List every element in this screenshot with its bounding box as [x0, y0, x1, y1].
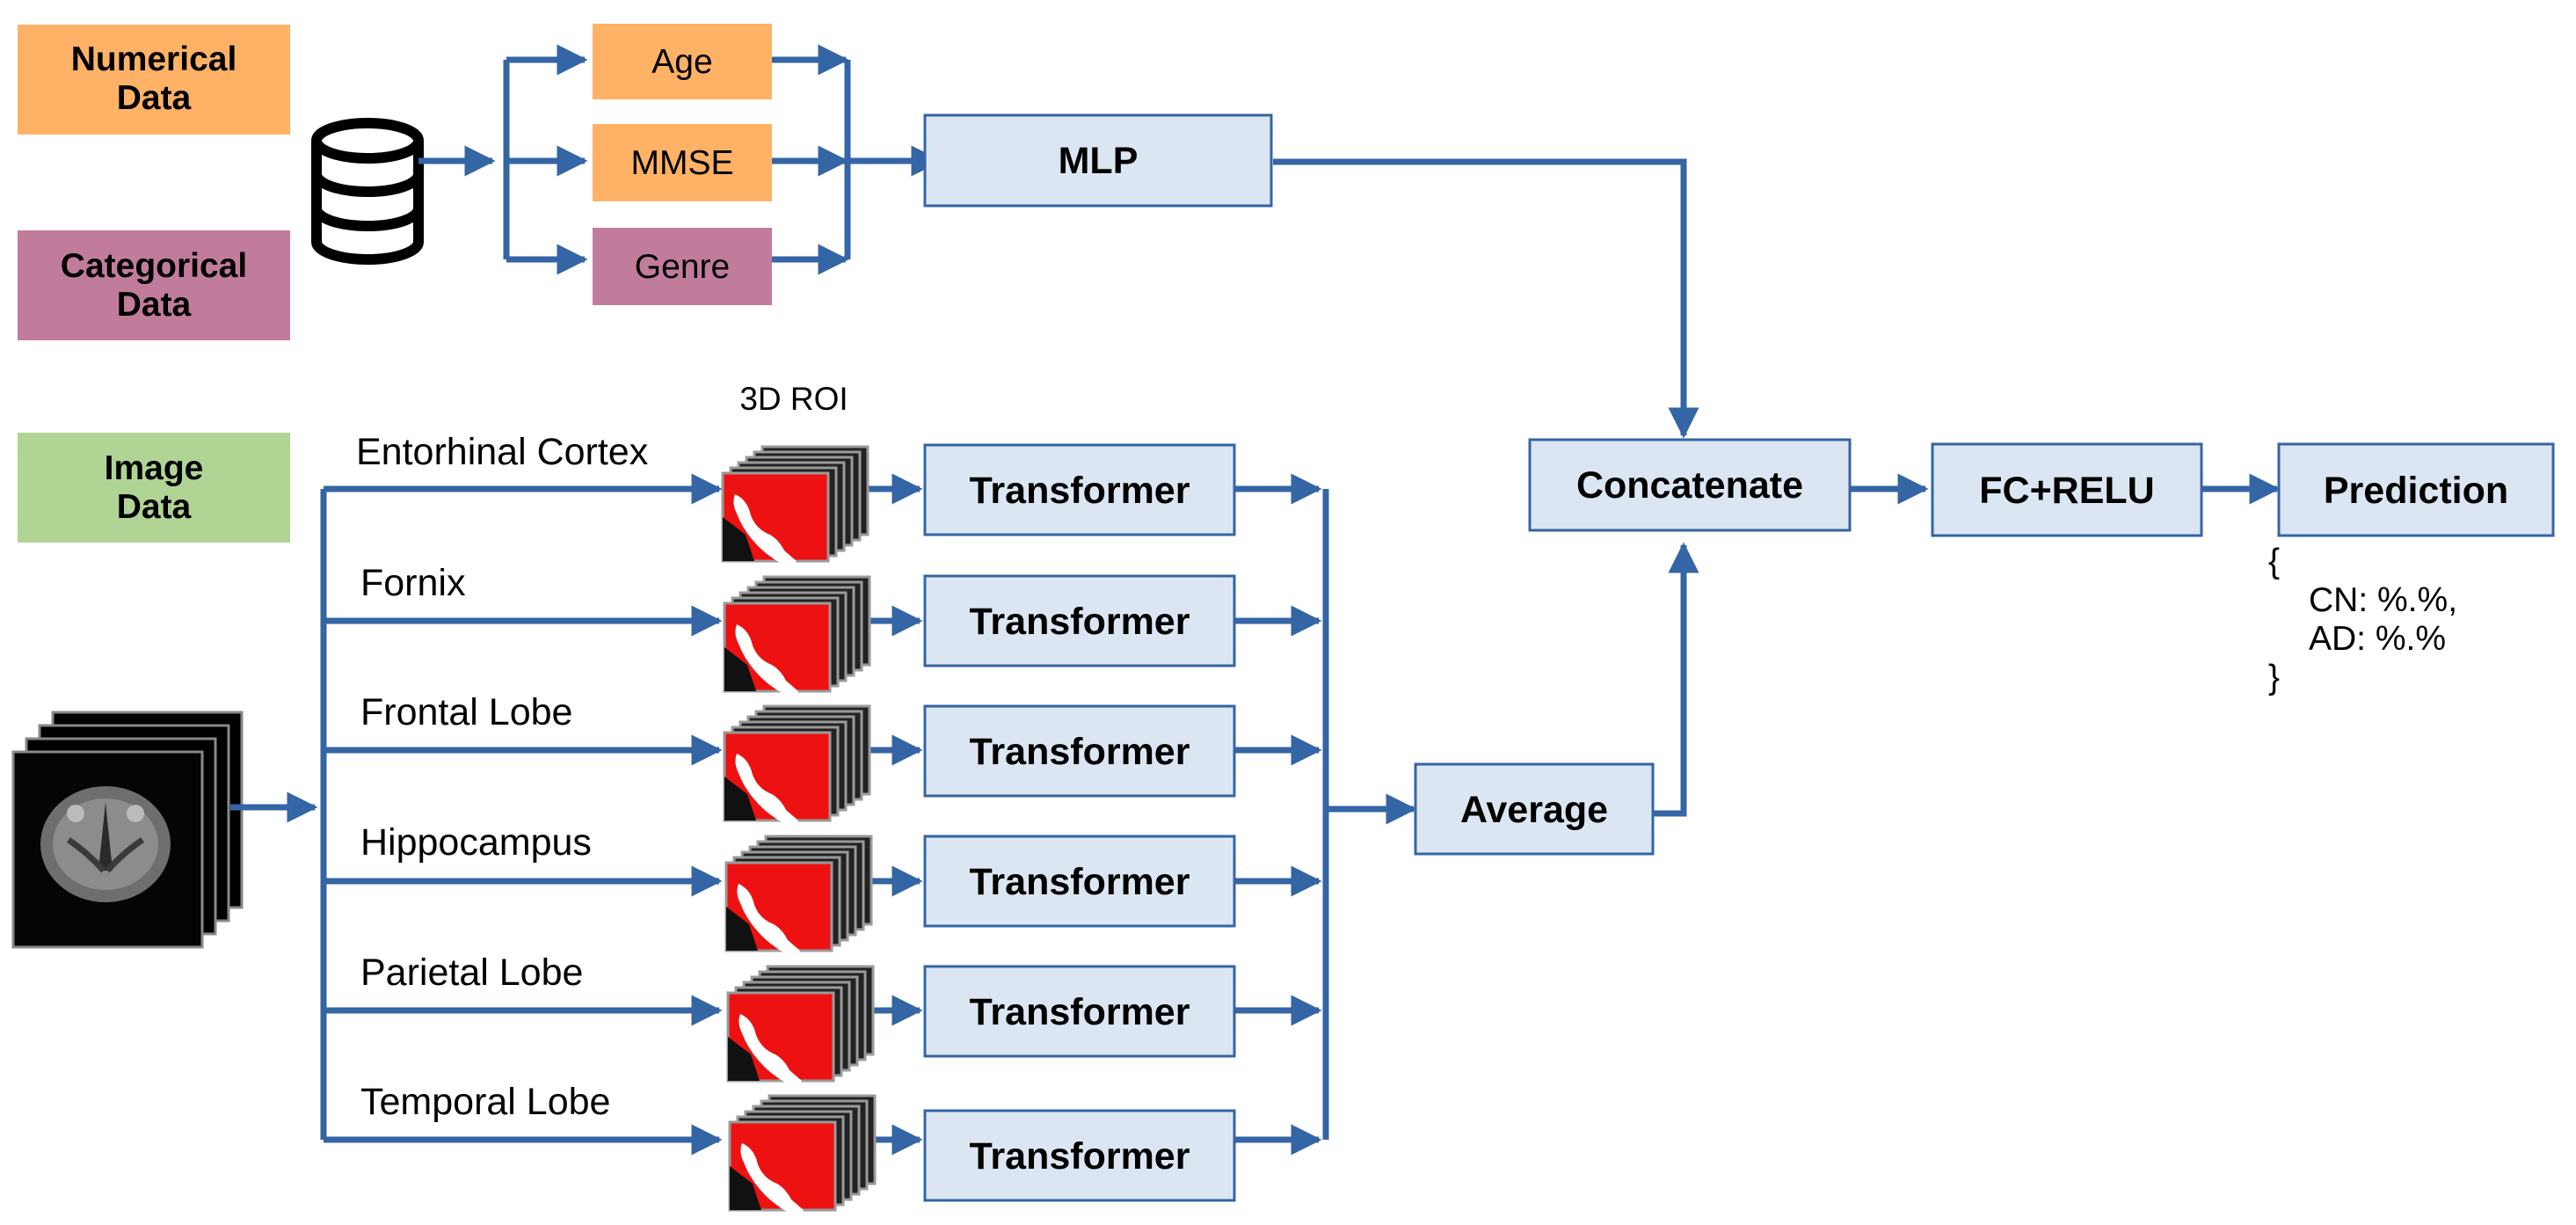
feature-mmse: MMSE [593, 124, 772, 201]
feature-age: Age [593, 24, 772, 99]
svg-text:Transformer: Transformer [970, 1135, 1190, 1178]
svg-text:Data: Data [117, 286, 192, 324]
roi-stack-icon-fornix [723, 575, 871, 696]
transformer-block-fornix: Transformer [923, 574, 1236, 667]
fc-relu-block: FC+RELU [1931, 442, 2203, 537]
region-label-temporal-lobe: Temporal Lobe [360, 1081, 610, 1123]
transformer-block-parietal-lobe: Transformer [923, 965, 1236, 1058]
svg-text:{: { [2268, 543, 2280, 580]
transformer-block-hippocampus: Transformer [923, 835, 1236, 928]
brain-mri-stack-icon [11, 711, 244, 949]
svg-text:Transformer: Transformer [970, 731, 1190, 773]
svg-text:Transformer: Transformer [970, 470, 1190, 512]
prediction-block: Prediction [2277, 442, 2555, 537]
roi-stack-icon-frontal-lobe [723, 704, 871, 826]
legend-numerical-data: Numerical Data [18, 25, 290, 135]
region-label-hippocampus: Hippocampus [360, 821, 592, 864]
tabular-connectors [418, 44, 1699, 439]
concatenate-block: Concatenate [1528, 438, 1852, 532]
svg-text:FC+RELU: FC+RELU [1979, 470, 2154, 512]
average-block: Average [1414, 762, 1655, 856]
svg-text:Numerical: Numerical [71, 40, 237, 78]
svg-text:Concatenate: Concatenate [1576, 464, 1803, 507]
legend-categorical-data: Categorical Data [18, 230, 290, 340]
transformer-block-frontal-lobe: Transformer [923, 704, 1236, 798]
svg-text:Categorical: Categorical [61, 247, 247, 285]
svg-text:MLP: MLP [1059, 140, 1139, 182]
prediction-output: { CN: %.%, AD: %.% } [2268, 543, 2457, 696]
svg-text:CN: %.%,: CN: %.%, [2309, 581, 2457, 619]
svg-text:Prediction: Prediction [2324, 470, 2508, 512]
region-label-parietal-lobe: Parietal Lobe [360, 952, 583, 994]
svg-text:Transformer: Transformer [970, 601, 1190, 643]
database-icon [311, 118, 424, 265]
svg-text:Data: Data [117, 79, 192, 117]
roi-stacks [721, 445, 877, 1215]
mlp-block: MLP [923, 113, 1273, 208]
image-connectors [230, 473, 2281, 1156]
svg-text:}: } [2268, 659, 2280, 696]
region-label-frontal-lobe: Frontal Lobe [360, 691, 572, 733]
feature-genre: Genre [593, 228, 772, 305]
legend-image-data: Image Data [18, 433, 290, 543]
transformer-block-entorhinal-cortex: Transformer [923, 443, 1236, 536]
svg-text:Transformer: Transformer [970, 991, 1190, 1033]
svg-text:Data: Data [117, 488, 192, 526]
svg-text:Age: Age [651, 43, 712, 81]
svg-text:Average: Average [1460, 789, 1608, 831]
svg-text:AD: %.%: AD: %.% [2309, 620, 2446, 658]
region-label-entorhinal-cortex: Entorhinal Cortex [356, 431, 649, 473]
roi-stack-icon-parietal-lobe [726, 965, 875, 1086]
svg-text:Transformer: Transformer [970, 861, 1190, 903]
svg-text:Image: Image [105, 449, 204, 487]
svg-text:MMSE: MMSE [631, 144, 734, 182]
svg-text:Genre: Genre [635, 248, 730, 286]
roi-header: 3D ROI [739, 381, 848, 417]
region-label-fornix: Fornix [360, 562, 466, 604]
roi-stack-icon-temporal-lobe [728, 1094, 877, 1215]
roi-stack-icon-hippocampus [724, 835, 873, 956]
roi-stack-icon-entorhinal-cortex [721, 445, 870, 566]
transformer-block-temporal-lobe: Transformer [923, 1109, 1236, 1202]
